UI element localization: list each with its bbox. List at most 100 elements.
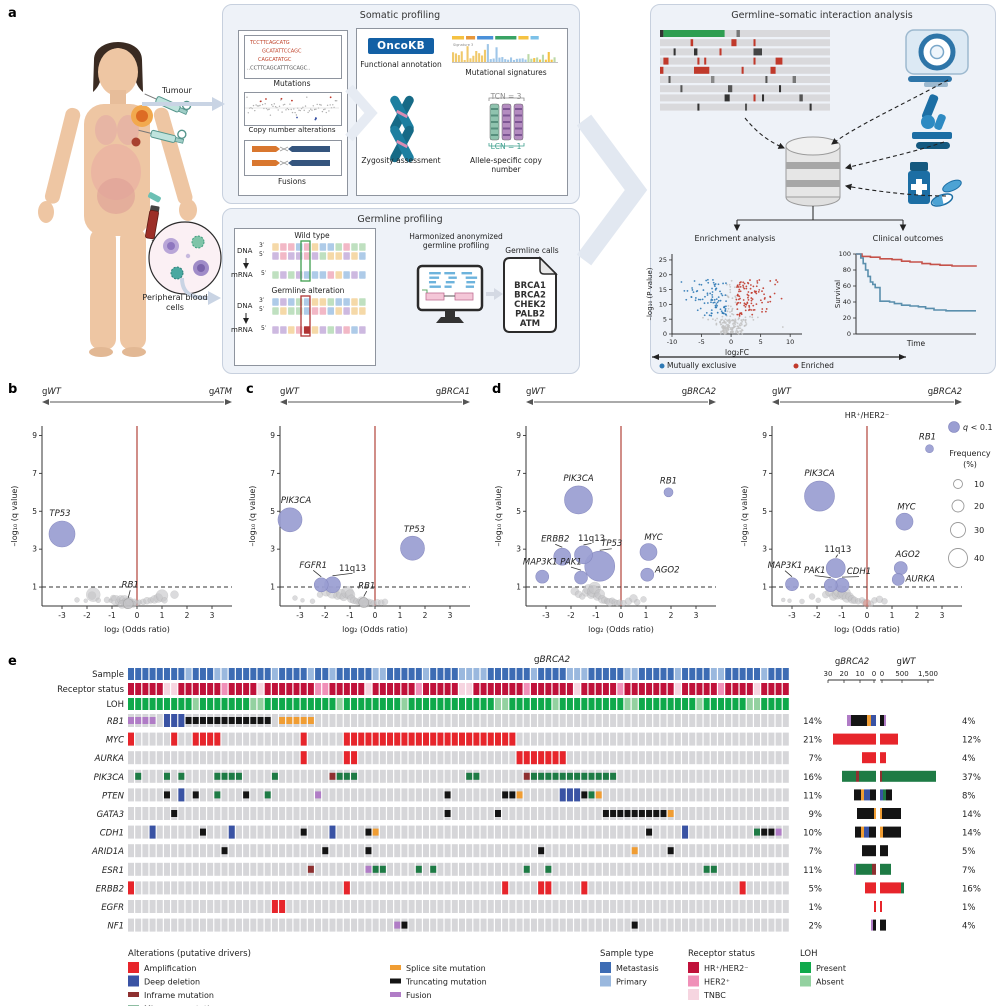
oncoprint-cell (754, 862, 761, 876)
cna-dot (295, 114, 298, 116)
oncoprint-cell (480, 844, 487, 858)
annotation-cell (315, 698, 322, 710)
mini-dot (725, 323, 728, 326)
signature-bar (504, 59, 507, 62)
p3-alt: 3′ (259, 297, 265, 304)
annotation-cell (235, 668, 242, 680)
x-tick: -1 (346, 611, 354, 620)
alteration-cell-A (552, 751, 559, 765)
annotation-cell (494, 683, 501, 695)
mini-dot (731, 326, 734, 329)
cna-dot-up (265, 98, 267, 100)
annotation-cell (768, 698, 775, 710)
dna-tile (311, 325, 319, 335)
oncoprint-cell (207, 918, 214, 932)
gene-label-AGO2: AGO2 (654, 566, 680, 576)
annotation-cell (602, 668, 609, 680)
oncoprint-cell (631, 825, 638, 839)
ideogram-band (515, 114, 522, 117)
signature-bar (530, 58, 533, 62)
dashed-arrow-microscope-db (844, 141, 945, 170)
oncoprint-cell (710, 900, 717, 913)
dna-tile (295, 297, 303, 307)
oncoprint-cell (128, 769, 134, 783)
mini-dot (714, 306, 717, 309)
oncoprint-cell (588, 900, 595, 913)
oncoprint-cell (610, 918, 617, 932)
freq-header-gwt: gWT (896, 657, 916, 667)
annotation-cell (243, 683, 250, 695)
oncoprint-cell (250, 900, 257, 913)
oncoprint-cell (516, 825, 523, 839)
annotation-cell (451, 668, 458, 680)
alteration-cell-M (545, 865, 552, 873)
alteration-cell-A (379, 732, 386, 746)
alteration-cell-A (509, 732, 516, 746)
ideogram-band (515, 121, 522, 123)
oncoprint-cell (408, 825, 415, 839)
annotation-cell (523, 668, 530, 680)
alteration-cell-M (336, 772, 343, 780)
annotation-cell (149, 668, 156, 680)
oncoprint-cell (624, 900, 631, 913)
oncoprint-cell (674, 844, 681, 858)
oncoprint-cell (480, 825, 487, 839)
frequency-circle (948, 548, 968, 568)
x-axis-label: log₂ (Odds ratio) (588, 625, 654, 634)
oncoprint-cell (430, 807, 437, 820)
oncoprint-cell (545, 900, 552, 913)
alteration-cell-M (228, 772, 235, 780)
alteration-cell-T (602, 810, 609, 817)
mini-dot (734, 318, 737, 321)
oncoprint-cell (530, 732, 537, 746)
gene-bubble-11q13 (574, 545, 593, 565)
oncoprint-cell (250, 807, 257, 820)
oncoprint-cell (135, 807, 142, 820)
annotation-cell (696, 683, 703, 695)
alteration-cell-T (199, 717, 206, 724)
freq-bar-left-CDH1 (864, 826, 869, 838)
oncoprint-cell (437, 807, 444, 820)
freq-bar-left-ARID1A (862, 845, 876, 857)
oncoprint-cell (782, 900, 789, 913)
oncoprint-cell (473, 825, 480, 839)
oncoprint-cell (566, 825, 573, 839)
freq-bar-right-PIK3CA (880, 770, 882, 782)
alteration-cell-A (207, 732, 214, 746)
oncoprint-cell (250, 751, 257, 765)
oncoprint-cell (494, 714, 501, 727)
legend-label-S: Splice site mutation (406, 964, 486, 973)
oncoprint-cell (739, 844, 746, 858)
oncoprint-cell (279, 862, 286, 876)
gene: WT (902, 657, 916, 667)
dna-tile (334, 306, 343, 316)
oncoprint-cell (437, 862, 444, 876)
freq-bar-left-CDH1 (861, 826, 864, 838)
oncoprint-cell (286, 918, 293, 932)
annotation-cell (387, 698, 394, 710)
oncoprint-cell (315, 751, 322, 765)
mini-dot (716, 304, 718, 307)
mini-dot (744, 316, 747, 319)
dna-tile (319, 306, 327, 316)
header-arrow-right (709, 399, 716, 405)
annotation-cell (415, 683, 422, 695)
fusions-label: Fusions (278, 177, 306, 186)
mini-dot (725, 300, 727, 303)
gene-bubble-11q13 (825, 558, 846, 578)
annotation-cell (430, 683, 437, 695)
freq-bar-right-PTEN (883, 789, 886, 801)
cna-dot (273, 103, 275, 105)
read-segment (428, 281, 437, 284)
oncoprint-cell (207, 881, 214, 895)
mini-dot (763, 293, 765, 296)
cna-dot (298, 109, 300, 111)
ideogram-band (491, 114, 498, 117)
pct-gbrca2-AURKA: 7% (809, 754, 823, 764)
oncoprint-cell (595, 732, 602, 746)
oncoprint-cell (494, 751, 501, 765)
annotation-cell (415, 698, 422, 710)
oncoprint-cell (142, 844, 149, 858)
oncoprint-cell (423, 862, 430, 876)
oncoprint-cell (718, 807, 725, 820)
